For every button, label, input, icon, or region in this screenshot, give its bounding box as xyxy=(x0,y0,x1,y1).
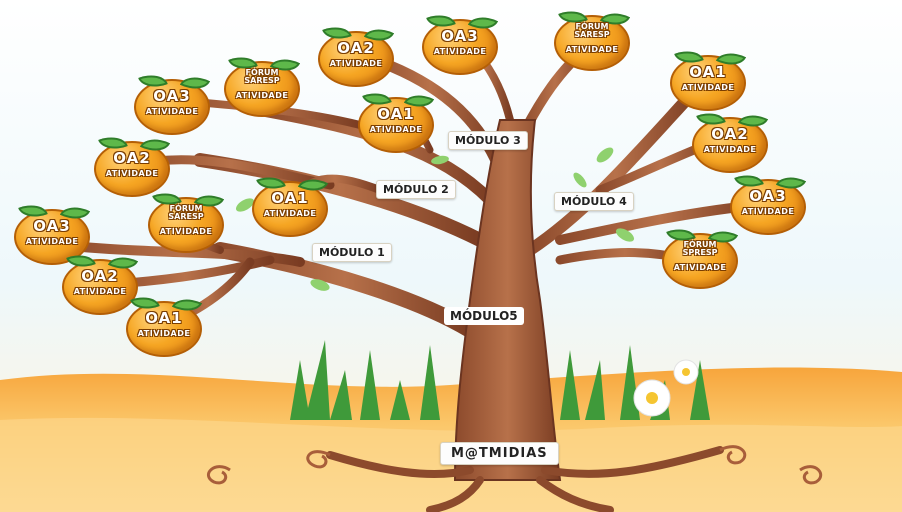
fruit-oa1-modulo4[interactable]: OA1 ATIVIDADE xyxy=(670,45,747,111)
fruit-oa1-modulo2[interactable]: OA1 ATIVIDADE xyxy=(252,171,329,237)
root-curls xyxy=(206,445,823,485)
module-2-label[interactable]: MÓDULO 2 xyxy=(376,180,456,199)
fruit-subtitle: ATIVIDADE xyxy=(565,45,619,54)
fruit-subtitle: ATIVIDADE xyxy=(137,329,191,338)
fruit-subtitle: ATIVIDADE xyxy=(159,227,213,236)
fruit-title: FÓRUM SPRESP xyxy=(682,240,718,257)
fruit-subtitle: ATIVIDADE xyxy=(673,263,727,272)
fruit-oa2-modulo4[interactable]: OA2 ATIVIDADE xyxy=(692,107,769,173)
roots xyxy=(326,446,724,512)
fruit-forum-modulo4[interactable]: FÓRUM SPRESP ATIVIDADE xyxy=(662,223,739,289)
fruit-subtitle: ATIVIDADE xyxy=(235,91,289,100)
module-1-label[interactable]: MÓDULO 1 xyxy=(312,243,392,262)
fruit-subtitle: ATIVIDADE xyxy=(105,169,159,178)
fruit-oa3-modulo1[interactable]: OA3 ATIVIDADE xyxy=(14,199,91,265)
fruit-title: OA2 xyxy=(337,39,375,57)
fruit-title: FÓRUM SARESP xyxy=(168,204,204,221)
fruit-subtitle: ATIVIDADE xyxy=(145,107,199,116)
fruit-oa3-modulo2[interactable]: OA3 ATIVIDADE xyxy=(134,69,211,135)
fruit-subtitle: ATIVIDADE xyxy=(73,287,127,296)
fruit-title: FÓRUM SARESP xyxy=(244,68,280,85)
fruit-subtitle: ATIVIDADE xyxy=(369,125,423,134)
fruit-oa3-modulo3[interactable]: OA3 ATIVIDADE xyxy=(422,9,499,75)
fruit-subtitle: ATIVIDADE xyxy=(741,207,795,216)
fruit-title: OA3 xyxy=(749,187,787,205)
fruit-title: OA1 xyxy=(145,309,183,327)
fruit-title: OA3 xyxy=(153,87,191,105)
fruit-title: OA2 xyxy=(711,125,749,143)
daisy-flowers xyxy=(633,359,699,417)
trunk xyxy=(453,119,562,481)
fruit-subtitle: ATIVIDADE xyxy=(703,145,757,154)
fruit-title: FÓRUM SARESP xyxy=(574,22,610,39)
fruit-oa3-modulo4[interactable]: OA3 ATIVIDADE xyxy=(730,169,807,235)
fruit-forum-modulo2[interactable]: FÓRUM SARESP ATIVIDADE xyxy=(224,51,301,117)
fruit-oa2-modulo1[interactable]: OA2 ATIVIDADE xyxy=(62,249,139,315)
fruit-oa1-modulo1[interactable]: OA1 ATIVIDADE xyxy=(126,291,203,357)
module-4-label[interactable]: MÓDULO 4 xyxy=(554,192,634,211)
fruit-subtitle: ATIVIDADE xyxy=(263,209,317,218)
fruit-oa2-modulo3[interactable]: OA2 ATIVIDADE xyxy=(318,21,395,87)
fruit-subtitle: ATIVIDADE xyxy=(681,83,735,92)
fruit-title: OA2 xyxy=(113,149,151,167)
fruit-title: OA2 xyxy=(81,267,119,285)
fruit-title: OA3 xyxy=(33,217,71,235)
fruit-subtitle: ATIVIDADE xyxy=(25,237,79,246)
fruit-title: OA3 xyxy=(441,27,479,45)
fruit-subtitle: ATIVIDADE xyxy=(433,47,487,56)
fruit-forum-modulo3[interactable]: FÓRUM SARESP ATIVIDADE xyxy=(554,5,631,71)
fruit-forum-modulo1[interactable]: FÓRUM SARESP ATIVIDADE xyxy=(148,187,225,253)
module-5-label[interactable]: MÓDULO5 xyxy=(444,307,524,325)
root-label[interactable]: M@TMIDIAS xyxy=(440,442,559,465)
fruit-oa1-modulo3[interactable]: OA1 ATIVIDADE xyxy=(358,87,435,153)
fruit-oa2-modulo2[interactable]: OA2 ATIVIDADE xyxy=(94,131,171,197)
module-3-label[interactable]: MÓDULO 3 xyxy=(448,131,528,150)
floating-leaves xyxy=(235,147,635,291)
fruit-title: OA1 xyxy=(689,63,727,81)
fruit-subtitle: ATIVIDADE xyxy=(329,59,383,68)
fruit-title: OA1 xyxy=(271,189,309,207)
fruit-title: OA1 xyxy=(377,105,415,123)
